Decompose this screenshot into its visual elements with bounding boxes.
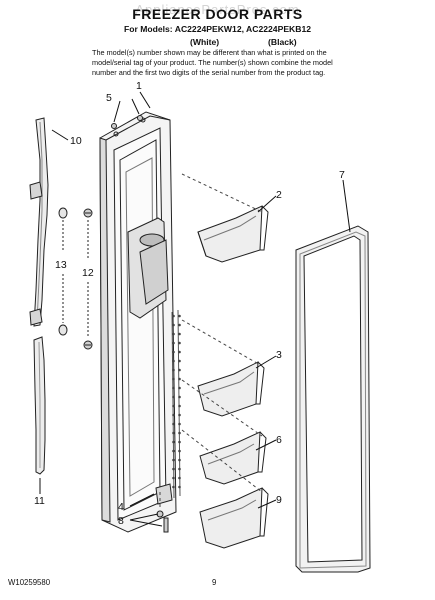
page-title: FREEZER DOOR PARTS [132, 6, 303, 22]
rail-dot [172, 386, 175, 390]
callout-12: 12 [82, 267, 94, 279]
watermark: AppliancePartsPros.com [135, 2, 300, 17]
rail-dot [178, 467, 181, 471]
model-description: The model(s) number shown may be differe… [92, 48, 392, 78]
rail-dot [178, 449, 181, 453]
rail-dot [178, 350, 181, 354]
callout-5: 5 [106, 92, 112, 104]
rail-dot [178, 377, 181, 381]
rail-dot [178, 440, 181, 444]
rail-dot [178, 359, 181, 363]
description-line: model/serial tag of your product. The nu… [92, 58, 333, 67]
door-top-screw-right [137, 115, 143, 121]
leader-lines [39, 91, 351, 527]
rail-dot [178, 413, 181, 417]
color-black-label: (Black) [268, 37, 297, 47]
diagram-code: W10259580 [8, 578, 51, 587]
rail-dot [172, 359, 175, 363]
rail-dot [172, 413, 175, 417]
rail-dot [172, 449, 175, 453]
assembly-lines [159, 173, 263, 510]
rail-dot [172, 404, 175, 408]
callout-3: 3 [276, 349, 282, 361]
rail-dot [172, 341, 175, 345]
callout-9: 9 [276, 494, 282, 506]
callout-6: 6 [276, 434, 282, 446]
bottom-hinge-bracket [155, 483, 173, 505]
rail-dot [172, 440, 175, 444]
lower-hinge-strip [33, 336, 46, 475]
freezer-door [99, 111, 181, 533]
callout-1: 1 [136, 80, 142, 92]
rail-dot [172, 377, 175, 381]
rail-dot [178, 485, 181, 489]
rail-dot [178, 368, 181, 372]
hinge-screw-top [83, 208, 93, 218]
door-top-screw-left [111, 123, 117, 129]
rail-dot [172, 467, 175, 471]
hinge-screw-bottom [83, 340, 93, 350]
rail-dot [178, 332, 181, 336]
models-line: For Models: AC2224PEKW12, AC2224PEKB12 [123, 24, 312, 34]
rail-dot [172, 422, 175, 426]
rail-dot [178, 431, 181, 435]
door-bin-2 [197, 205, 269, 263]
rail-dot [178, 422, 181, 426]
hinge-bushing-top [58, 207, 68, 219]
rail-dot [172, 368, 175, 372]
door-gasket [295, 225, 371, 573]
dimension-lines [62, 220, 89, 338]
rail-dot [178, 458, 181, 462]
rail-dot [172, 332, 175, 336]
rail-dot [172, 476, 175, 480]
rail-dot [172, 485, 175, 489]
rail-dot [172, 395, 175, 399]
callout-4: 4 [118, 501, 124, 513]
upper-hinge-trim [29, 117, 49, 327]
door-bin-9 [199, 487, 269, 549]
door-bin-6 [199, 431, 267, 485]
rail-dot [178, 395, 181, 399]
callout-13: 13 [55, 259, 67, 271]
hinge-bushing-bottom [58, 324, 68, 336]
description-line: number and the first two digits of the s… [92, 68, 326, 77]
callout-2: 2 [276, 189, 282, 201]
description-line: The model(s) number shown may be differe… [92, 48, 327, 57]
rail-dot [178, 314, 181, 318]
rail-dot [172, 350, 175, 354]
callout-11: 11 [34, 495, 45, 507]
rail-dot [172, 431, 175, 435]
door-bin-3 [197, 361, 265, 417]
rail-dot [178, 323, 181, 327]
rail-dot [172, 314, 175, 318]
callout-8: 8 [118, 515, 124, 527]
color-white-label: (White) [190, 37, 220, 47]
rail-dot [178, 404, 181, 408]
rail-dot [178, 386, 181, 390]
bottom-screw-lower [163, 517, 169, 533]
callout-7: 7 [339, 169, 345, 181]
rail-dot [178, 476, 181, 480]
page-number: 9 [212, 578, 217, 587]
rail-dot [172, 323, 175, 327]
callout-10: 10 [70, 135, 82, 147]
rail-dot [178, 341, 181, 345]
rail-dot [172, 458, 175, 462]
